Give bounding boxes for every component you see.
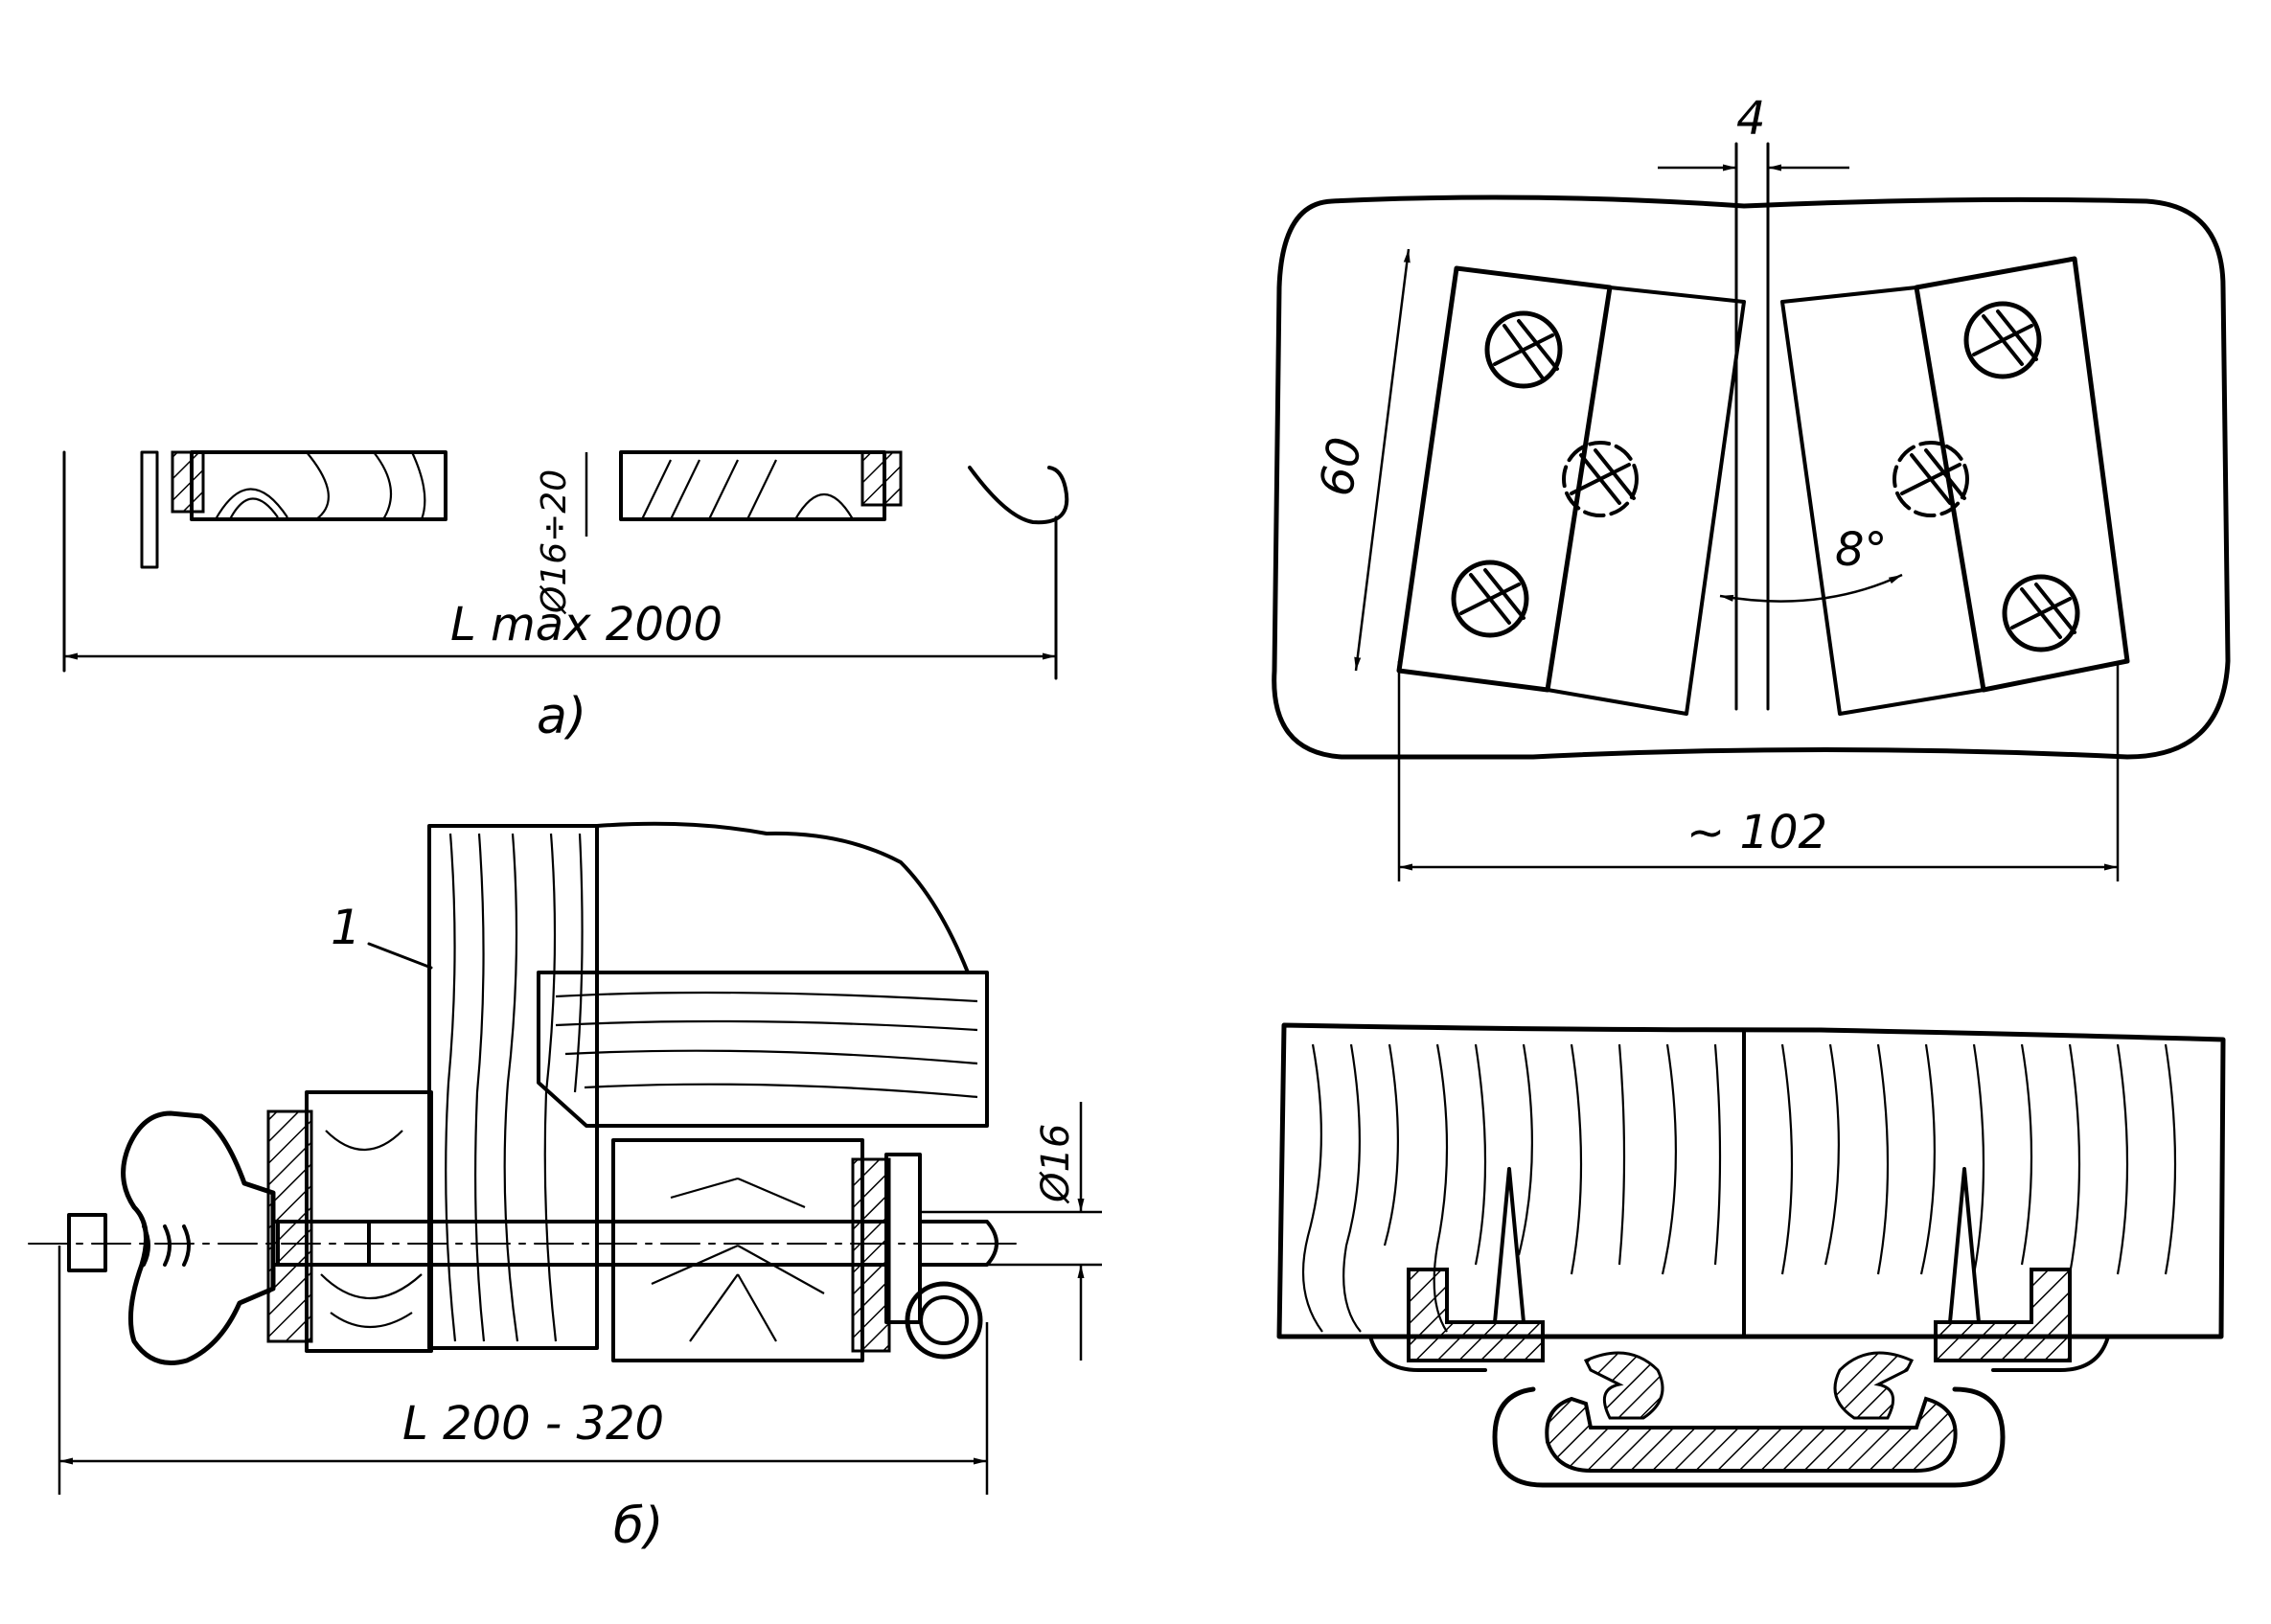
figure-a-length-label: L max 2000 — [450, 598, 723, 652]
t-handle[interactable] — [121, 1110, 276, 1365]
horizontal-board — [537, 971, 989, 1128]
figure-b: Ø16 L 200 - 320 1 б) — [28, 821, 1102, 1555]
right-block — [611, 1138, 891, 1362]
figure-b-caption: б) — [613, 1498, 663, 1555]
figure-c: 4 60 8° ~ 102 — [1272, 92, 2231, 881]
figure-b-length-label: L 200 - 320 — [402, 1397, 664, 1451]
left-bracket — [1368, 1268, 1545, 1372]
figure-b-leader-number: 1 — [331, 900, 361, 955]
left-plate — [1396, 265, 1746, 716]
figure-a-clamp-body — [62, 450, 1069, 680]
figure-a: Ø16÷20 L max 2000 а) — [62, 450, 1069, 745]
screw-heads — [1451, 301, 2080, 652]
figure-a-caption: а) — [537, 688, 586, 745]
figure-a-diameter-label: Ø16÷20 — [535, 469, 574, 615]
vertical-board — [427, 824, 599, 1350]
figure-d — [1276, 1022, 2226, 1488]
figure-c-gap-label: 4 — [1736, 92, 1766, 146]
figure-c-width-label: ~ 102 — [1686, 806, 1827, 859]
chain-link — [1492, 1351, 2006, 1488]
timber-block — [1276, 1022, 2226, 1339]
figure-c-angle-label: 8° — [1835, 523, 1888, 577]
eye-hook — [884, 1153, 998, 1360]
figure-c-height-label: 60 — [1310, 433, 1373, 500]
right-bracket — [1934, 1268, 2110, 1372]
figure-b-diameter-label: Ø16 — [1034, 1124, 1078, 1204]
right-plate — [1780, 256, 2130, 716]
